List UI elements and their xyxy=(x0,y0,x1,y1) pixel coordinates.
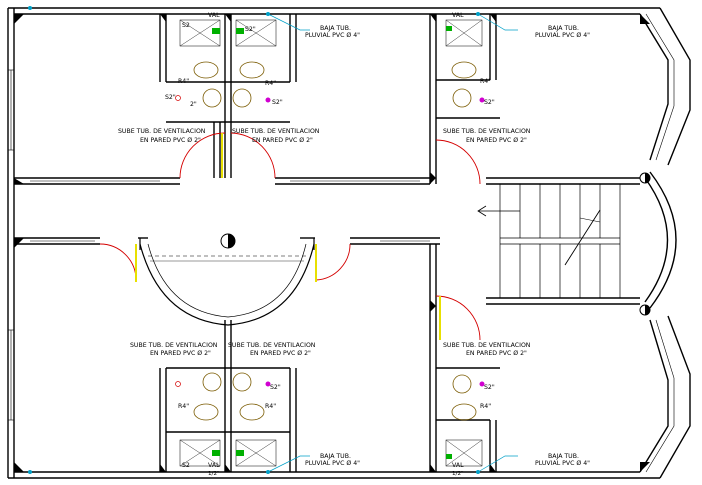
doors xyxy=(99,132,481,341)
label-s2-ur: S2" xyxy=(484,99,495,106)
corridor-windows xyxy=(30,180,430,242)
interior-walls xyxy=(159,14,640,472)
label-val-ll: VAL xyxy=(208,462,220,469)
exterior-walls xyxy=(7,7,691,479)
left-arrow-icon xyxy=(477,205,520,217)
circle-section-icon xyxy=(220,233,236,249)
fixtures-lower-right xyxy=(445,374,483,467)
vent-label-lr: SUBE TUB. DE VENTILACION xyxy=(443,342,531,349)
label-r4-ll-b: R4" xyxy=(265,403,276,410)
label-half-lr: 1/2" xyxy=(452,471,464,477)
vent-sub-ur: EN PARED PVC Ø 2" xyxy=(466,136,527,144)
pluvial-label-ul: BAJA TUB. xyxy=(320,25,351,32)
vent-label-ll-1: SUBE TUB. DE VENTILACION xyxy=(130,342,218,349)
left-windows xyxy=(8,69,14,421)
pluvial-sub-ur: PLUVIAL PVC Ø 4" xyxy=(535,31,590,39)
vent-label-ul-1: SUBE TUB. DE VENTILACION xyxy=(118,128,206,135)
label-s2-ul-b: S2" xyxy=(245,26,256,33)
staircase xyxy=(499,183,621,299)
label-s2-ul-c: S2" xyxy=(165,94,176,101)
vent-sub-ul-2: EN PARED PVC Ø 2" xyxy=(252,136,313,144)
label-r4-ll-a: R4" xyxy=(178,403,189,410)
fixtures-lower-left xyxy=(179,372,277,467)
label-s2-ll-a: S2" xyxy=(270,384,281,391)
fixtures-upper-left xyxy=(179,19,277,108)
label-s2-ul-d: S2" xyxy=(272,99,283,106)
label-r4-ul-a: R4" xyxy=(178,78,189,85)
leader-lines xyxy=(267,13,518,473)
label-s2-lr: S2" xyxy=(484,384,495,391)
vent-label-ul-2: SUBE TUB. DE VENTILACION xyxy=(232,128,320,135)
vent-sub-ll-1: EN PARED PVC Ø 2" xyxy=(150,349,211,357)
vent-label-ll-2: SUBE TUB. DE VENTILACION xyxy=(228,342,316,349)
label-s2-ul-a: S2 xyxy=(182,22,190,29)
central-rotunda xyxy=(139,238,315,326)
fixtures-upper-right xyxy=(445,19,483,108)
pluvial-sub-ul: PLUVIAL PVC Ø 4" xyxy=(305,31,360,39)
vent-sub-ul-1: EN PARED PVC Ø 2" xyxy=(140,136,201,144)
pipe-markers xyxy=(175,26,485,459)
vent-sub-lr: EN PARED PVC Ø 2" xyxy=(466,349,527,357)
pluvial-sub-lr: PLUVIAL PVC Ø 4" xyxy=(535,459,590,467)
corridor-walls xyxy=(14,177,440,245)
pluvial-label-ll: BAJA TUB. xyxy=(320,453,351,460)
label-2in-ul: 2" xyxy=(190,101,197,108)
label-r4-lr: R4" xyxy=(480,403,491,410)
label-val-ur: VAL xyxy=(452,12,464,19)
circle-section-icon-stair xyxy=(639,172,651,316)
label-s2-ll-b: S2 xyxy=(182,462,190,469)
label-r4-ur: R4" xyxy=(480,78,491,85)
label-val-lr: VAL xyxy=(452,462,464,469)
triangle-fill-icon xyxy=(14,14,650,472)
pluvial-sub-ll: PLUVIAL PVC Ø 4" xyxy=(305,459,360,467)
label-val-ul: VAL xyxy=(208,12,220,19)
label-half-ll: 1/2" xyxy=(208,471,220,477)
pluvial-label-lr: BAJA TUB. xyxy=(548,453,579,460)
label-r4-ul-b: R4" xyxy=(265,80,276,87)
vent-sub-ll-2: EN PARED PVC Ø 2" xyxy=(250,349,311,357)
leader-dots xyxy=(28,6,480,474)
pluvial-label-ur: BAJA TUB. xyxy=(548,25,579,32)
vent-label-ur: SUBE TUB. DE VENTILACION xyxy=(443,128,531,135)
